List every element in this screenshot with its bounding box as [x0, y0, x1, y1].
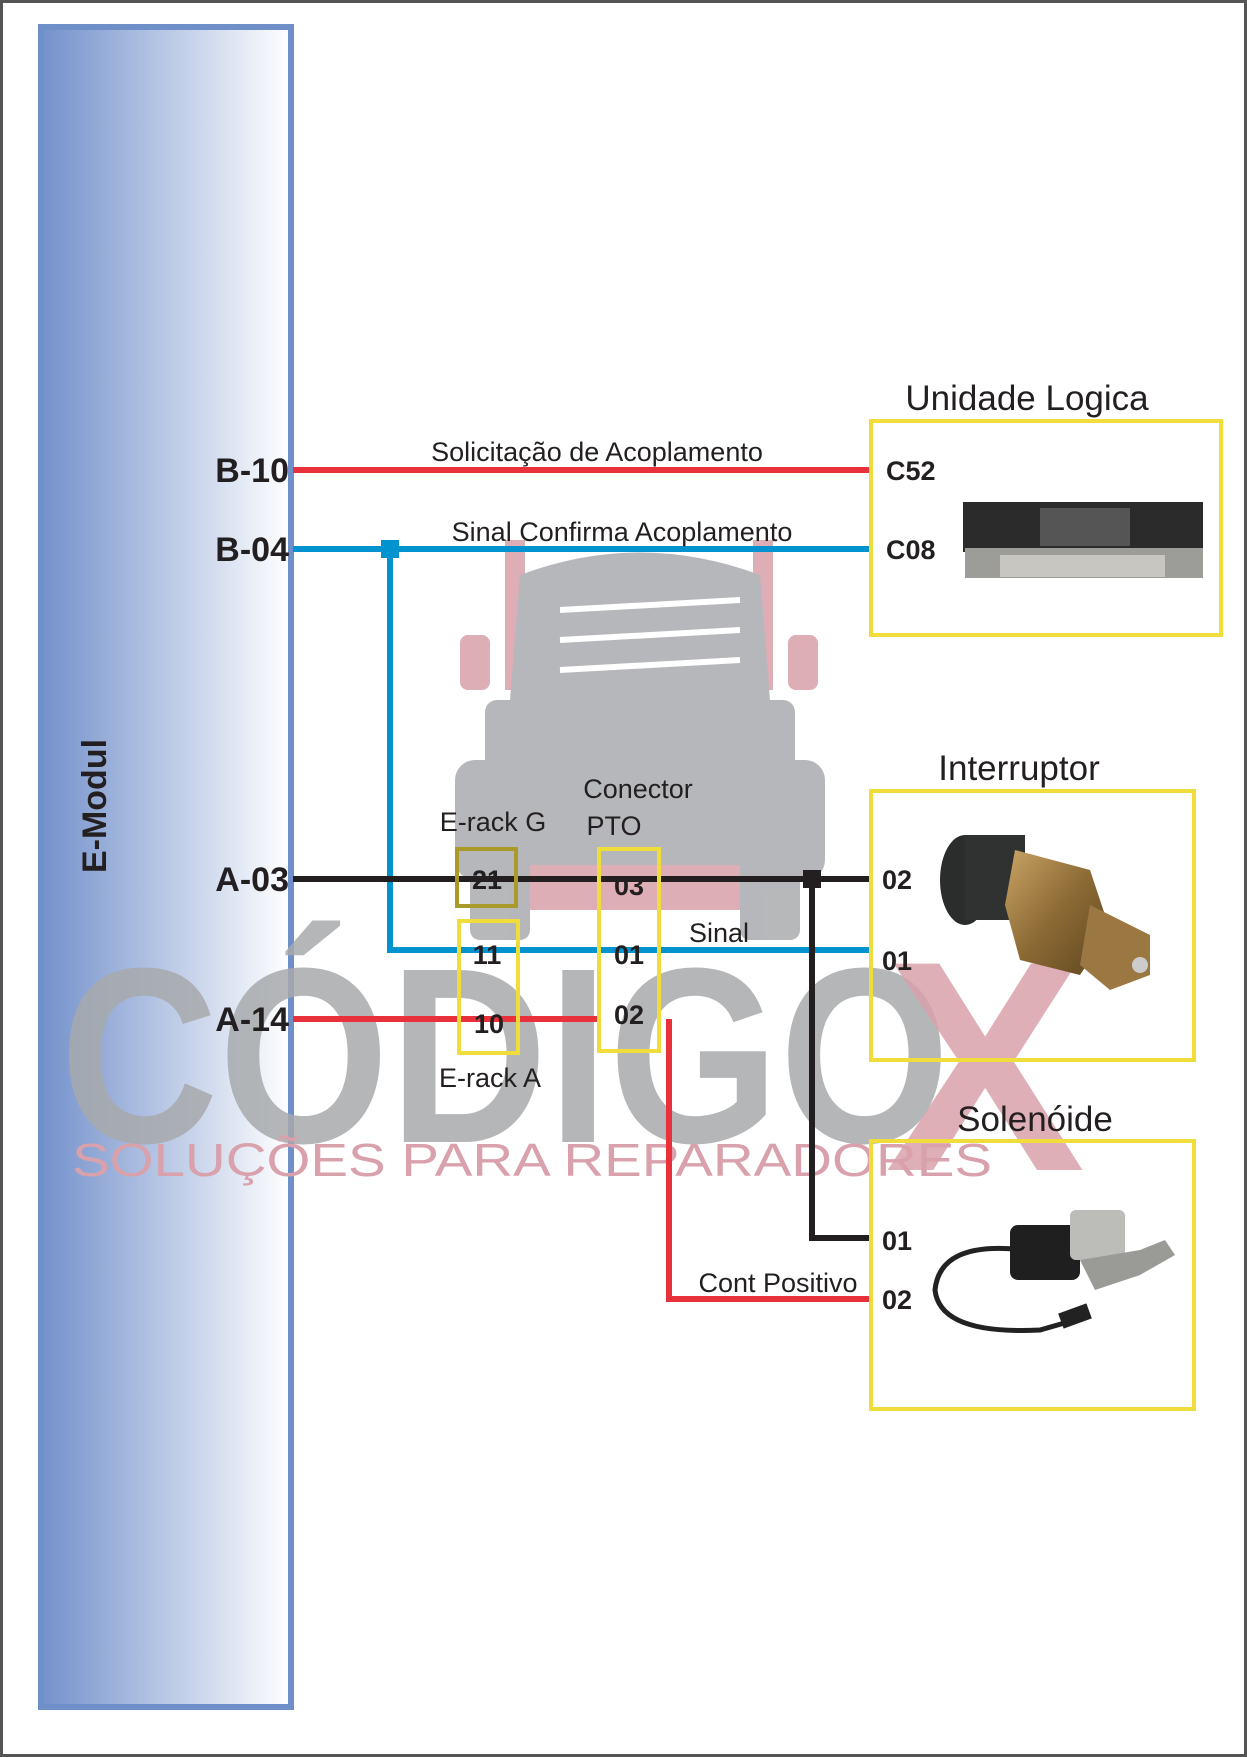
- label-cont-positivo: Cont Positivo: [698, 1268, 857, 1298]
- pin-10: 10: [474, 1009, 504, 1039]
- wire-sinal-blue: [387, 549, 870, 953]
- splice-blue: [381, 540, 399, 558]
- watermark-brand: CÓDIGO: [60, 916, 950, 1195]
- switch-image: [940, 835, 1150, 990]
- label-solicitacao: Solicitação de Acoplamento: [431, 437, 763, 467]
- terminal-b10: B-10: [215, 452, 289, 490]
- connector-erack-g: E-rack G 21: [440, 807, 547, 908]
- e-modul-panel: [38, 24, 294, 1710]
- solenoide-pin-01: 01: [882, 1226, 912, 1256]
- wire-cont-positivo: [666, 1019, 870, 1302]
- component-unidade-logica: Unidade Logica C52 C08: [869, 379, 1223, 637]
- interruptor-title: Interruptor: [938, 749, 1100, 788]
- pin-01: 01: [614, 940, 644, 970]
- solenoide-pin-02: 02: [882, 1285, 912, 1315]
- terminal-b04: B-04: [215, 531, 289, 569]
- erack-a-label: E-rack A: [439, 1063, 541, 1093]
- e-modul-label: E-Modul: [76, 739, 114, 873]
- pin-11: 11: [473, 940, 502, 970]
- splice-black: [803, 870, 821, 888]
- solenoid-image: [932, 1210, 1175, 1333]
- pto-label-2: PTO: [586, 811, 641, 841]
- pin-21: 21: [472, 865, 502, 895]
- codigo-x-watermark: CÓDIGO X SOLUÇÕES PARA REPARADORES: [60, 898, 1087, 1234]
- pin-c08: C08: [886, 535, 936, 565]
- label-sinal: Sinal: [689, 918, 749, 948]
- solenoide-title: Solenóide: [957, 1100, 1113, 1139]
- wire-solenoid-ground: [809, 879, 870, 1241]
- component-solenoide: Solenóide 01 02: [869, 1100, 1196, 1411]
- pin-c52: C52: [886, 456, 936, 486]
- unidade-logica-title: Unidade Logica: [905, 379, 1149, 418]
- watermark-tagline: SOLUÇÕES PARA REPARADORES: [72, 1134, 992, 1186]
- interruptor-pin-02: 02: [882, 865, 912, 895]
- terminal-a14: A-14: [215, 1001, 289, 1039]
- pin-03: 03: [614, 871, 644, 901]
- connector-pto: Conector PTO 03 01 02: [583, 774, 693, 1053]
- terminal-a03: A-03: [215, 861, 289, 899]
- connector-erack-a: 11 10 E-rack A: [439, 919, 541, 1093]
- erack-g-label: E-rack G: [440, 807, 547, 837]
- component-interruptor: Interruptor 02 01: [869, 749, 1196, 1062]
- ecu-image: [963, 502, 1203, 578]
- pto-label-1: Conector: [583, 774, 693, 804]
- interruptor-pin-01: 01: [882, 946, 912, 976]
- pin-02: 02: [614, 1000, 644, 1030]
- label-sinal-confirma: Sinal Confirma Acoplamento: [452, 517, 793, 547]
- wires: [293, 467, 870, 1302]
